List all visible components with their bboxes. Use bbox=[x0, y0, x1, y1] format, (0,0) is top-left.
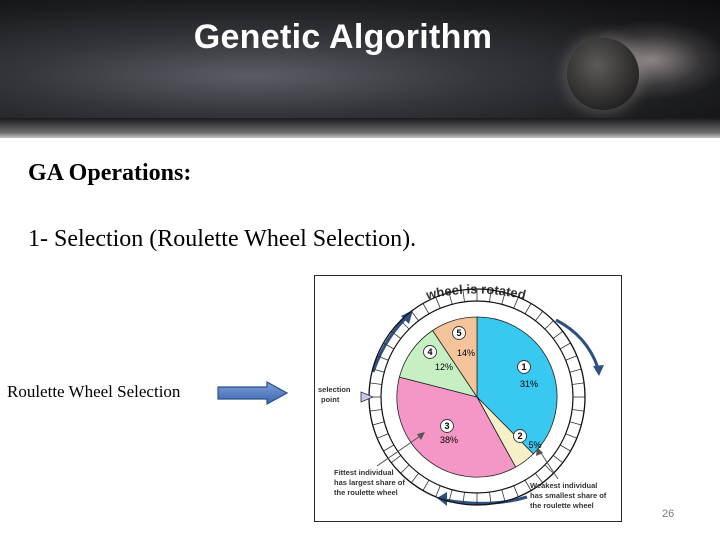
rim-tick bbox=[559, 444, 571, 452]
weakest-pointer-line bbox=[538, 449, 559, 480]
rim-tick bbox=[544, 464, 554, 474]
selection-point-label-line1: selection bbox=[318, 385, 351, 394]
rim-tick bbox=[501, 489, 506, 502]
rim-tick bbox=[559, 342, 571, 350]
rotation-arrow-right-head bbox=[593, 365, 604, 376]
slice-1-badge bbox=[517, 360, 531, 374]
rim-tick bbox=[377, 355, 389, 361]
fittest-pointer-line bbox=[376, 433, 424, 467]
slice-5-badge bbox=[452, 326, 466, 340]
rim-tick bbox=[569, 368, 582, 373]
selection-pointer bbox=[360, 391, 375, 403]
rim-tick bbox=[400, 464, 410, 474]
weakest-note-line1: Weakest individual bbox=[530, 481, 597, 490]
rim-tick bbox=[435, 297, 441, 309]
rim-tick bbox=[422, 303, 430, 315]
wheel-slice-5 bbox=[432, 316, 478, 399]
rim-tick bbox=[462, 289, 465, 302]
rim-tick bbox=[535, 472, 544, 483]
rim-tick bbox=[369, 382, 382, 385]
rim-tick bbox=[372, 368, 385, 373]
rim-tick bbox=[391, 330, 402, 339]
rim-tick bbox=[535, 311, 544, 322]
slice-1-number: 1 bbox=[521, 362, 526, 372]
page-number: 26 bbox=[662, 508, 675, 520]
rim-tick bbox=[448, 489, 453, 502]
roulette-wheel-figure: wheel is rotated 1 31% 2 5% 3 38% 4 1 bbox=[314, 275, 622, 522]
rim-tick bbox=[524, 479, 532, 491]
bullet-point: 1- Selection (Roulette Wheel Selection). bbox=[28, 226, 417, 252]
rim-tick bbox=[400, 320, 410, 330]
slice-3-number: 3 bbox=[444, 421, 449, 431]
slice-4-percent: 12% bbox=[435, 362, 453, 372]
fittest-note-line1: Fittest individual bbox=[334, 468, 394, 477]
wheel-rotated-caption: wheel is rotated bbox=[424, 281, 528, 302]
wheel-slice-3 bbox=[396, 376, 517, 478]
rotation-arrow-left-head bbox=[401, 310, 413, 324]
rim-tick bbox=[513, 297, 519, 309]
slice-4-number: 4 bbox=[427, 347, 432, 357]
fittest-note-line3: the roulette wheel bbox=[334, 488, 398, 497]
pointer-arrow bbox=[217, 381, 289, 405]
rim-tick bbox=[552, 455, 563, 464]
planet-image bbox=[567, 38, 639, 110]
fittest-pointer-head bbox=[417, 432, 425, 440]
section-heading: GA Operations: bbox=[28, 160, 192, 186]
slice-2-number: 2 bbox=[517, 431, 522, 441]
slide-title: Genetic Algorithm bbox=[193, 18, 493, 56]
rim-tick bbox=[501, 292, 506, 305]
slice-4-badge bbox=[423, 345, 437, 359]
figure-side-label: Roulette Wheel Selection bbox=[7, 382, 181, 401]
rotation-arrow-left bbox=[371, 315, 409, 373]
fittest-note-line2: has largest share of bbox=[334, 478, 405, 487]
rim-tick bbox=[513, 485, 519, 497]
rim-tick bbox=[565, 355, 577, 361]
rim-tick bbox=[422, 479, 430, 491]
rim-tick bbox=[377, 433, 389, 439]
slice-5-percent: 14% bbox=[457, 348, 475, 358]
weakest-note-line2: has smallest share of bbox=[530, 491, 607, 500]
slice-3-badge bbox=[440, 419, 454, 433]
rotation-arrow-right bbox=[555, 318, 600, 369]
wheel-rim-ticks bbox=[369, 289, 585, 505]
selection-point-label-line2: point bbox=[321, 395, 340, 404]
banner-edge bbox=[0, 118, 720, 138]
rim-tick bbox=[372, 421, 385, 426]
rim-tick bbox=[369, 409, 382, 412]
rim-tick bbox=[462, 492, 465, 505]
rim-tick bbox=[383, 342, 395, 350]
weakest-pointer-head bbox=[536, 447, 543, 456]
wheel-slice-1 bbox=[476, 316, 558, 455]
rim-tick bbox=[572, 409, 585, 412]
rim-tick bbox=[572, 382, 585, 385]
slice-3-percent: 38% bbox=[440, 435, 458, 445]
roulette-wheel-svg: wheel is rotated 1 31% 2 5% 3 38% 4 1 bbox=[318, 281, 607, 510]
weakest-note-line3: the roulette wheel bbox=[530, 501, 594, 510]
rim-tick bbox=[435, 485, 441, 497]
rim-tick bbox=[552, 330, 563, 339]
slice-1-percent: 31% bbox=[520, 379, 538, 389]
rim-tick bbox=[544, 320, 554, 330]
rotation-arrow-bottom bbox=[444, 495, 528, 505]
slice-5-number: 5 bbox=[456, 328, 461, 338]
rim-tick bbox=[391, 455, 402, 464]
rim-tick bbox=[410, 311, 419, 322]
rim-tick bbox=[410, 472, 419, 483]
rim-tick bbox=[524, 303, 532, 315]
rim-tick bbox=[569, 421, 582, 426]
rim-tick bbox=[489, 289, 492, 302]
slice-2-badge bbox=[513, 429, 527, 443]
slice-2-percent: 5% bbox=[528, 440, 541, 450]
rim-tick bbox=[489, 492, 492, 505]
rim-tick bbox=[383, 444, 395, 452]
rim-tick bbox=[448, 292, 453, 305]
rim-tick bbox=[565, 433, 577, 439]
title-banner: Genetic Algorithm bbox=[0, 0, 720, 138]
